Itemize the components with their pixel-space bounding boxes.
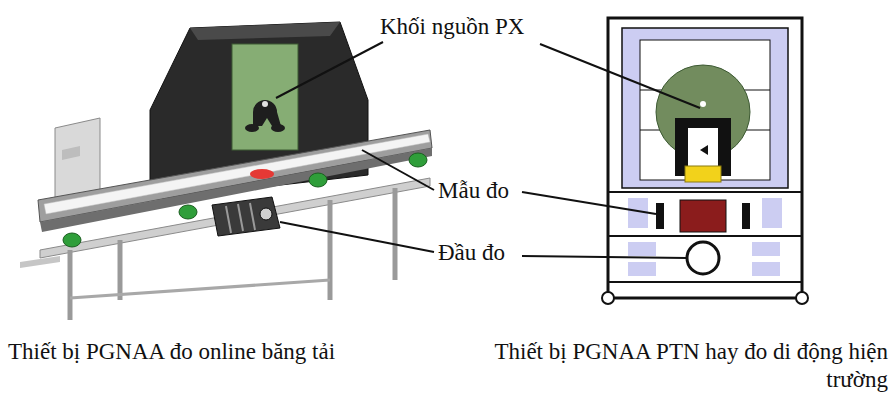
roller bbox=[179, 205, 197, 219]
side-block bbox=[752, 262, 780, 276]
figure-caption: Thiết bị PGNAA PTN hay đo di động hiện t… bbox=[446, 338, 888, 394]
sample-box bbox=[680, 200, 726, 232]
detector-circle bbox=[687, 242, 719, 274]
source-shield bbox=[245, 124, 259, 132]
detector-face bbox=[260, 208, 272, 220]
hood-top bbox=[190, 22, 340, 40]
shelf bbox=[608, 281, 802, 283]
frame-leg bbox=[68, 250, 73, 320]
leader-line bbox=[362, 150, 434, 190]
wheel bbox=[796, 292, 808, 304]
figure-caption: Thiết bị PGNAA đo online băng tải bbox=[8, 338, 448, 366]
frame-leg bbox=[393, 188, 398, 280]
leader-line bbox=[276, 42, 383, 98]
shield-inner bbox=[640, 40, 770, 180]
frame-leg bbox=[328, 200, 333, 300]
frame-leg bbox=[118, 240, 123, 300]
side-block bbox=[628, 242, 656, 256]
source-panel bbox=[232, 44, 298, 150]
sample-spot bbox=[250, 169, 274, 179]
roller bbox=[63, 233, 81, 247]
frame-foot bbox=[20, 256, 60, 268]
part-label: Đầu đo bbox=[438, 239, 538, 267]
shelf bbox=[608, 235, 802, 237]
part-label: Mẫu đo bbox=[438, 177, 538, 205]
leader-lines bbox=[276, 42, 700, 258]
detector-fin bbox=[226, 206, 231, 233]
source-point bbox=[262, 101, 268, 107]
side-block bbox=[752, 242, 780, 256]
source-shield bbox=[253, 100, 281, 126]
frame-brace bbox=[70, 280, 330, 298]
panel-slot bbox=[62, 146, 80, 160]
leader-line bbox=[522, 256, 687, 258]
conveyor-device bbox=[20, 22, 432, 320]
lab-device bbox=[602, 18, 808, 304]
roller bbox=[409, 153, 427, 167]
roller bbox=[309, 173, 327, 187]
part-label: Khối nguồn PX bbox=[380, 13, 590, 41]
detector-fin bbox=[250, 203, 255, 230]
source-shield bbox=[271, 124, 285, 132]
outer-frame bbox=[608, 18, 802, 298]
holder-bar bbox=[656, 203, 664, 229]
wheel bbox=[602, 292, 614, 304]
leader-line bbox=[280, 222, 434, 252]
leader-line bbox=[522, 192, 656, 214]
shelf bbox=[608, 191, 802, 193]
beam-arrow bbox=[700, 145, 708, 155]
collimator-slot bbox=[688, 128, 718, 168]
side-block bbox=[762, 198, 782, 228]
filter-block bbox=[685, 166, 721, 182]
detector-box bbox=[212, 197, 280, 236]
holder-bar bbox=[742, 203, 750, 229]
shield-block bbox=[622, 28, 788, 188]
detector-fin bbox=[238, 204, 243, 231]
leader-line bbox=[540, 44, 700, 108]
side-block bbox=[628, 262, 656, 276]
source-point bbox=[700, 101, 706, 107]
